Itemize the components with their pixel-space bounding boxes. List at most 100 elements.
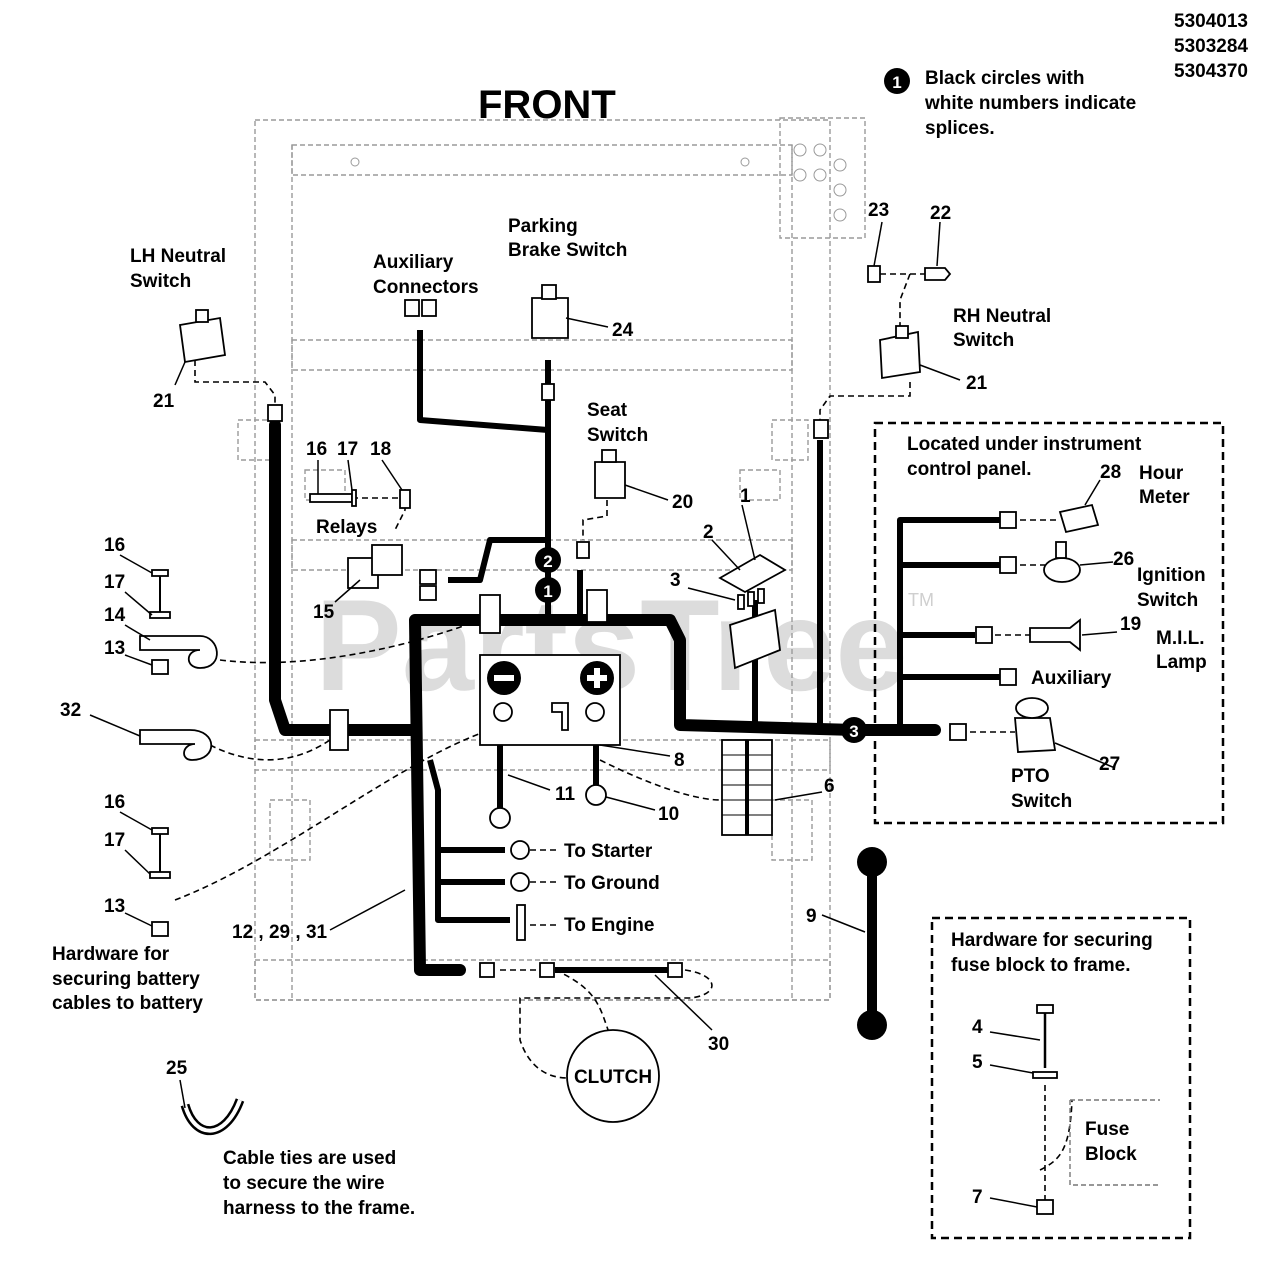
callout-17-upper: 17: [104, 572, 125, 593]
legend-line-2: white numbers indicate: [924, 93, 1136, 114]
callout-21-lh: 21: [153, 391, 175, 412]
hour-meter: [1058, 503, 1100, 534]
callout-27: 27: [1099, 754, 1120, 775]
lh-neutral-switch: [178, 316, 227, 364]
splices: 2 1 3: [535, 547, 867, 743]
part-number-1: 5304013: [1174, 11, 1248, 32]
cable-ties-line-2: to secure the wire: [223, 1173, 385, 1194]
ring-terminal-10: [585, 784, 607, 806]
ignition-label-1: Ignition: [1137, 565, 1206, 586]
splice-3-number: 3: [849, 722, 858, 741]
instrument-panel-box: [873, 421, 1225, 825]
parking-brake-label-2: Brake Switch: [508, 240, 627, 261]
panel-note-line-1: Located under instrument: [907, 434, 1142, 455]
splice-legend-icon: [884, 68, 910, 94]
seat-switch: [594, 461, 626, 499]
callout-9: 9: [806, 906, 817, 927]
hw-fuse-line-1: Hardware for securing: [951, 930, 1153, 951]
callout-18: 18: [370, 439, 391, 460]
pto-switch: [1014, 717, 1057, 753]
ground-strap-end-top: [857, 847, 887, 877]
callout-10: 10: [658, 804, 679, 825]
ground-strap-end-bottom: [857, 1010, 887, 1040]
to-engine-label: To Engine: [564, 915, 654, 936]
fuse-block-label-1: Fuse: [1085, 1119, 1129, 1140]
harness-clamp-right: [586, 589, 608, 623]
parking-brake-label-1: Parking: [508, 216, 578, 237]
minus-icon: [494, 675, 514, 681]
mil-label-2: Lamp: [1156, 652, 1207, 673]
callout-17-relay: 17: [337, 439, 358, 460]
splice-2-number: 2: [543, 552, 552, 571]
callout-20: 20: [672, 492, 693, 513]
relays-label: Relays: [316, 517, 377, 538]
splice-1: [535, 577, 561, 603]
harness-clamp-left: [479, 594, 501, 634]
callout-25: 25: [166, 1058, 188, 1079]
components: [139, 265, 1160, 1215]
aux-connectors-label-2: Connectors: [373, 277, 479, 298]
splice-3: [841, 717, 867, 743]
callout-30: 30: [708, 1034, 729, 1055]
tractor-frame: [237, 117, 866, 1001]
legend-line-1: Black circles with: [925, 68, 1084, 89]
callout-11: 11: [555, 784, 576, 805]
auxiliary-label: Auxiliary: [1031, 668, 1112, 689]
screw-16: [309, 493, 353, 503]
hour-meter-label-2: Meter: [1139, 487, 1190, 508]
callout-19: 19: [1120, 614, 1141, 635]
rh-neutral-label-1: RH Neutral: [953, 306, 1051, 327]
callout-16-lower: 16: [104, 792, 125, 813]
fuse-hardware-box: [930, 916, 1192, 1240]
screw-22: [924, 267, 952, 281]
callout-16-upper: 16: [104, 535, 125, 556]
callout-14: 14: [104, 605, 126, 626]
splice-legend-number: 1: [892, 73, 901, 92]
screw-16-lh: [151, 569, 169, 577]
callout-8: 8: [674, 750, 685, 771]
panel-note-line-2: control panel.: [907, 459, 1032, 480]
callout-7: 7: [972, 1187, 983, 1208]
clutch: [566, 1029, 660, 1123]
splice-legend: 1 Black circles with white numbers indic…: [884, 68, 1136, 139]
seat-switch-label-2: Switch: [587, 425, 648, 446]
hw-battery-line-2: securing battery: [52, 969, 200, 990]
lh-neutral-label-2: Switch: [130, 271, 191, 292]
callout-17-lower: 17: [104, 830, 125, 851]
cable-ties-line-1: Cable ties are used: [223, 1148, 396, 1169]
hw-fuse-line-2: fuse block to frame.: [951, 955, 1131, 976]
lh-neutral-label-1: LH Neutral: [130, 246, 226, 267]
seat-switch-label-1: Seat: [587, 400, 628, 421]
callout-24: 24: [612, 320, 634, 341]
callout-1: 1: [740, 486, 751, 507]
fuse-block-label-2: Block: [1085, 1144, 1137, 1165]
harness-clamp-32: [329, 709, 349, 751]
aux-connector-b: [421, 299, 437, 317]
ignition-switch: [1043, 557, 1081, 583]
aux-connector-a: [404, 299, 420, 317]
callout-32: 32: [60, 700, 81, 721]
callout-2: 2: [703, 522, 714, 543]
ignition-label-2: Switch: [1137, 590, 1198, 611]
cable-ties-line-3: harness to the frame.: [223, 1198, 415, 1219]
mil-label-1: M.I.L.: [1156, 628, 1205, 649]
callout-16-relay: 16: [306, 439, 327, 460]
auxiliary-connector: [999, 668, 1017, 686]
mil-lamp: [1029, 618, 1081, 652]
callout-23: 23: [868, 200, 889, 221]
callout-21-rh: 21: [966, 373, 988, 394]
watermark-tm: TM: [908, 590, 934, 610]
parking-brake-switch: [531, 297, 569, 339]
callout-28: 28: [1100, 462, 1121, 483]
hw-battery-line-3: cables to battery: [52, 993, 203, 1014]
clip-14: [139, 635, 218, 669]
callout-26: 26: [1113, 549, 1134, 570]
callout-5: 5: [972, 1052, 983, 1073]
fuse-cover: [718, 553, 787, 594]
to-starter-label: To Starter: [564, 841, 653, 862]
splice-2: [535, 547, 561, 573]
hw-battery-line-1: Hardware for: [52, 944, 170, 965]
watermark: PartsTree TM: [315, 572, 934, 718]
pto-label-2: Switch: [1011, 791, 1072, 812]
